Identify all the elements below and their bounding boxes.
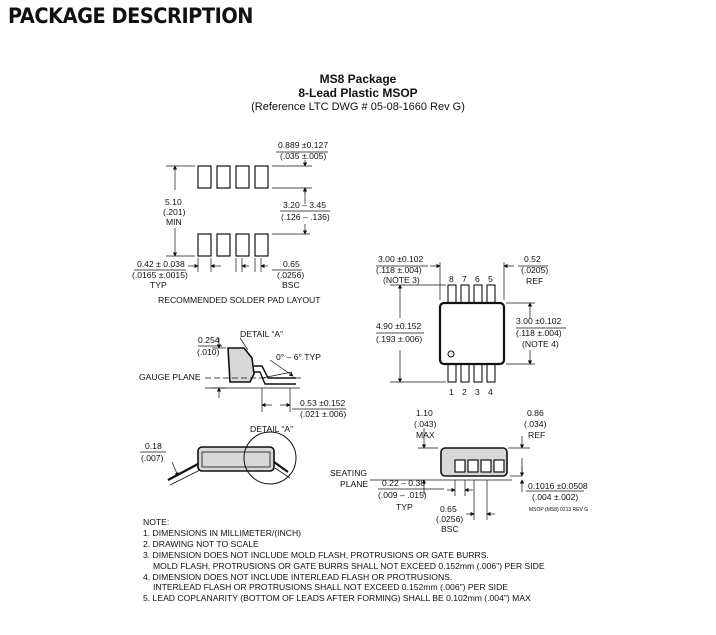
body-length-dim: 3.00 ±0.102	[516, 316, 562, 326]
package-reference: (Reference LTC DWG # 05-08-1660 Rev G)	[251, 101, 465, 113]
pad-pitch-dim: 0.65	[283, 259, 300, 269]
solder-pad	[216, 233, 231, 257]
pin-number: 4	[488, 387, 493, 397]
solder-pad-layout	[197, 165, 269, 257]
standoff-in: (.034)	[524, 419, 547, 429]
solder-pad	[254, 165, 269, 189]
detail-a-lead	[198, 337, 346, 412]
lead-width-in: (.009 – .015)	[378, 490, 427, 500]
foot-length-in: (.021 ±.006)	[300, 409, 346, 419]
end-pitch-in: (.0256)	[436, 514, 463, 524]
ref-label: REF	[526, 276, 543, 286]
pin-number: 3	[475, 387, 480, 397]
note-3a: 3. DIMENSION DOES NOT INCLUDE MOLD FLASH…	[143, 549, 489, 560]
body-width-in: (.118 ±.004)	[376, 265, 422, 275]
span-min-in: (.201)	[163, 207, 186, 217]
side-thickness-dim: 0.18	[145, 441, 162, 451]
end-height-label: MAX	[416, 430, 435, 440]
end-height-dim: 1.10	[416, 408, 433, 418]
span-range-in: (.126 – .136)	[281, 212, 330, 222]
detail-a-lead-in: (.010)	[197, 347, 220, 357]
clearance-in: (.004 ±.002)	[532, 492, 578, 502]
pin-number: 7	[462, 274, 467, 284]
seating-label: SEATING	[330, 468, 367, 478]
top-view-body	[438, 301, 506, 366]
detail-a-title: DETAIL “A”	[240, 329, 283, 339]
note-2: 2. DRAWING NOT TO SCALE	[143, 538, 259, 549]
note-5: 5. LEAD COPLANARITY (BOTTOM OF LEADS AFT…	[143, 593, 531, 604]
lead-width-label: TYP	[396, 502, 413, 512]
pad-width-dim: 0.42 ± 0.038	[137, 259, 185, 269]
end-pitch-label: BSC	[441, 524, 459, 534]
end-view	[370, 428, 584, 520]
solder-pad	[216, 165, 231, 189]
clearance-dim: 0.1016 ±0.0508	[528, 481, 588, 491]
solder-pad	[254, 233, 269, 257]
pin-number: 5	[488, 274, 493, 284]
detail-a-callout	[243, 431, 297, 485]
note-4b: INTERLEAD FLASH OR PROTRUSIONS SHALL NOT…	[153, 582, 509, 593]
lead-width-dim: 0.22 – 0.38	[382, 478, 425, 488]
lead-span-dim: 4.90 ±0.152	[376, 321, 422, 331]
pad-width-label: TYP	[150, 280, 167, 290]
body-width-dim: 3.00 ±0.102	[378, 254, 424, 264]
span-min-label: MIN	[166, 217, 182, 227]
pin-number: 6	[475, 274, 480, 284]
pin-number: 8	[449, 274, 454, 284]
side-detail-label: DETAIL “A”	[250, 424, 293, 434]
body-length-note: (NOTE 4)	[522, 339, 559, 349]
pad-pitch-in: (.0256)	[277, 270, 304, 280]
solder-pad	[197, 233, 212, 257]
plane-label: PLANE	[340, 479, 368, 489]
side-thickness-in: (.007)	[141, 453, 164, 463]
ref-dim-in: (.0205)	[521, 265, 548, 275]
span-min-dim: 5.10	[165, 197, 182, 207]
detail-a-angle: 0° – 6° TYP	[276, 352, 321, 362]
lead-span-in: (.193 ±.006)	[376, 334, 422, 344]
foot-length-dim: 0.53 ±0.152	[300, 398, 346, 408]
solder-pad	[235, 233, 250, 257]
end-pitch-dim: 0.65	[440, 504, 457, 514]
span-range-dim: 3.20 – 3.45	[283, 200, 326, 210]
ref-dim: 0.52	[524, 254, 541, 264]
pad-width-in: (.0165 ±.0015)	[132, 270, 188, 280]
body-width-note: (NOTE 3)	[383, 275, 420, 285]
pad-pitch-label: BSC	[282, 280, 300, 290]
solder-pad	[235, 165, 250, 189]
pad-height-dim: 0.889 ±0.127	[278, 140, 328, 150]
solder-pad-caption: RECOMMENDED SOLDER PAD LAYOUT	[158, 295, 321, 305]
solder-pad	[197, 165, 212, 189]
note-3b: MOLD FLASH, PROTRUSIONS OR GATE BURRS SH…	[153, 560, 545, 571]
gauge-plane-label: GAUGE PLANE	[139, 372, 201, 382]
side-view	[140, 431, 297, 486]
note-4a: 4. DIMENSION DOES NOT INCLUDE INTERLEAD …	[143, 571, 453, 582]
package-name: MS8 Package	[319, 72, 397, 86]
detail-a-lead-dim: 0.254	[198, 335, 220, 345]
notes-title: NOTE:	[143, 517, 170, 527]
body-length-in: (.118 ±.004)	[516, 328, 562, 338]
standoff-label: REF	[528, 430, 545, 440]
pin1-marker	[447, 350, 455, 358]
notes-block: NOTE: 1. DIMENSIONS IN MILLIMETER/(INCH)…	[143, 517, 545, 604]
package-type: 8-Lead Plastic MSOP	[298, 86, 418, 100]
pin-number: 2	[462, 387, 467, 397]
section-title: PACKAGE DESCRIPTION	[8, 4, 254, 28]
end-height-in: (.043)	[414, 419, 437, 429]
pad-height-in: (.035 ±.005)	[280, 151, 326, 161]
drawing-id: MSOP (MS8) 0213 REV G	[529, 507, 588, 513]
note-1: 1. DIMENSIONS IN MILLIMETER/(INCH)	[143, 527, 302, 538]
pin-number: 1	[449, 387, 454, 397]
standoff-dim: 0.86	[527, 408, 544, 418]
